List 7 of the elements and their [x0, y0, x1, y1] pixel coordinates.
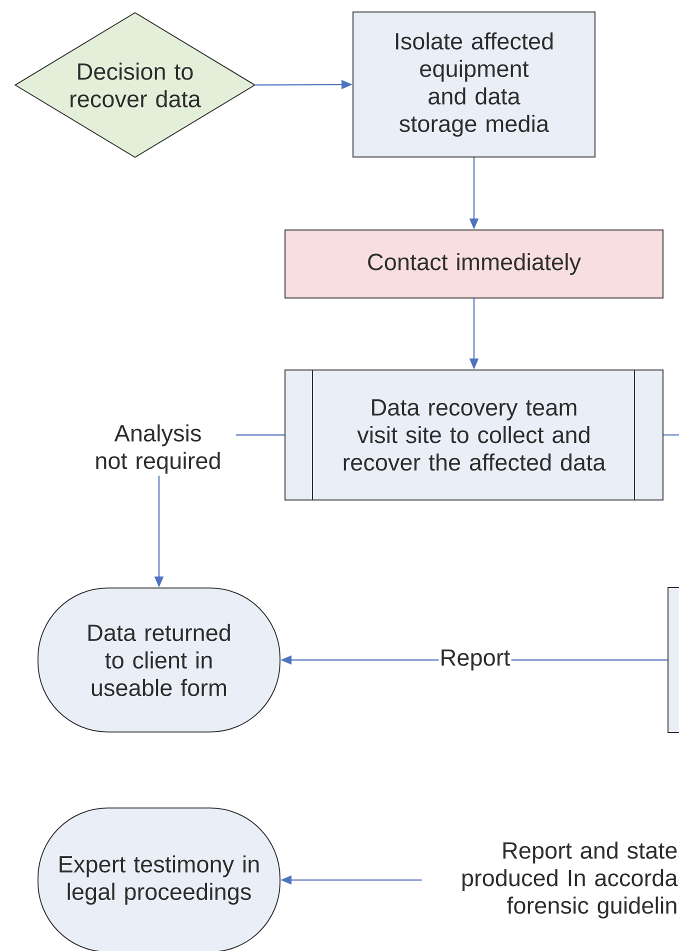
edge-label: Report and state produced In accorda forensic guidelin [422, 840, 679, 920]
predefined-process-box: Data recovery team visit site to collect and recover the affected data [284, 369, 664, 501]
edge-label: Analysis not required [80, 422, 236, 476]
process-box: Contact immediately [284, 230, 664, 298]
process-box [668, 587, 679, 733]
edge-label: Report [438, 648, 512, 672]
process-box: Isolate affected equipment and data storage media [352, 12, 596, 158]
